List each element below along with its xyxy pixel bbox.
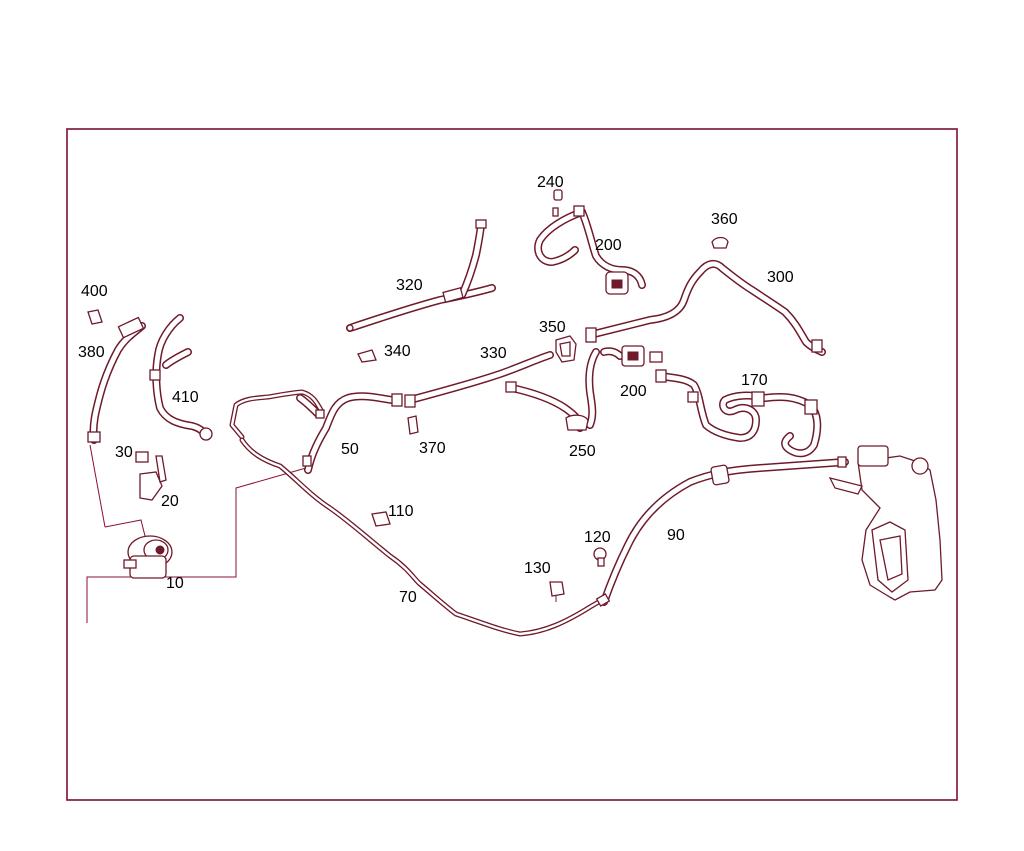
label-370: 370 <box>419 440 446 457</box>
hose-250 <box>505 347 624 432</box>
hose-300 <box>585 259 826 356</box>
label-320: 320 <box>396 277 423 294</box>
label-130: 130 <box>524 560 551 577</box>
expansion-tank <box>828 445 943 601</box>
clip-240 <box>553 189 563 201</box>
clip-370 <box>407 415 419 435</box>
diagram-frame <box>66 128 958 801</box>
screw-400 <box>87 309 103 325</box>
clip-110 <box>371 511 391 527</box>
label-330: 330 <box>480 345 507 362</box>
hose-320 <box>346 219 496 332</box>
clip-340 <box>357 349 377 363</box>
hose-330 <box>404 351 554 408</box>
hose-410 <box>149 314 213 441</box>
label-120: 120 <box>584 529 611 546</box>
label-250: 250 <box>569 443 596 460</box>
leader-10-to-50 <box>86 467 307 623</box>
label-30: 30 <box>115 444 133 461</box>
hose-200-upper <box>534 205 646 295</box>
label-350: 350 <box>539 319 566 336</box>
label-110: 110 <box>388 503 414 520</box>
valve-200-lower <box>621 345 663 367</box>
clip-30 <box>135 451 149 463</box>
part-350 <box>555 335 577 363</box>
label-200-upper: 200 <box>595 237 622 254</box>
hose-70 <box>229 389 605 637</box>
label-410: 410 <box>172 389 199 406</box>
clip-120 <box>593 547 607 567</box>
label-380: 380 <box>78 344 105 361</box>
label-170: 170 <box>741 372 768 389</box>
leader-10-to-380 <box>104 519 147 541</box>
clip-130 <box>549 581 565 602</box>
label-200-lower: 200 <box>620 383 647 400</box>
label-20: 20 <box>161 493 179 510</box>
bracket-20 <box>139 455 167 501</box>
label-240: 240 <box>537 174 564 191</box>
label-50: 50 <box>341 441 359 458</box>
label-360: 360 <box>711 211 738 228</box>
hose-170 <box>655 369 822 458</box>
leader-380 <box>89 444 106 528</box>
label-10: 10 <box>166 575 184 592</box>
hose-380 <box>87 316 146 444</box>
hose-50 <box>296 392 403 474</box>
label-300: 300 <box>767 269 794 286</box>
hose-90 <box>595 456 849 607</box>
label-340: 340 <box>384 343 411 360</box>
label-400: 400 <box>81 283 108 300</box>
label-70: 70 <box>399 589 417 606</box>
label-90: 90 <box>667 527 685 544</box>
clip-360 <box>711 236 729 249</box>
pump-10 <box>123 535 173 579</box>
